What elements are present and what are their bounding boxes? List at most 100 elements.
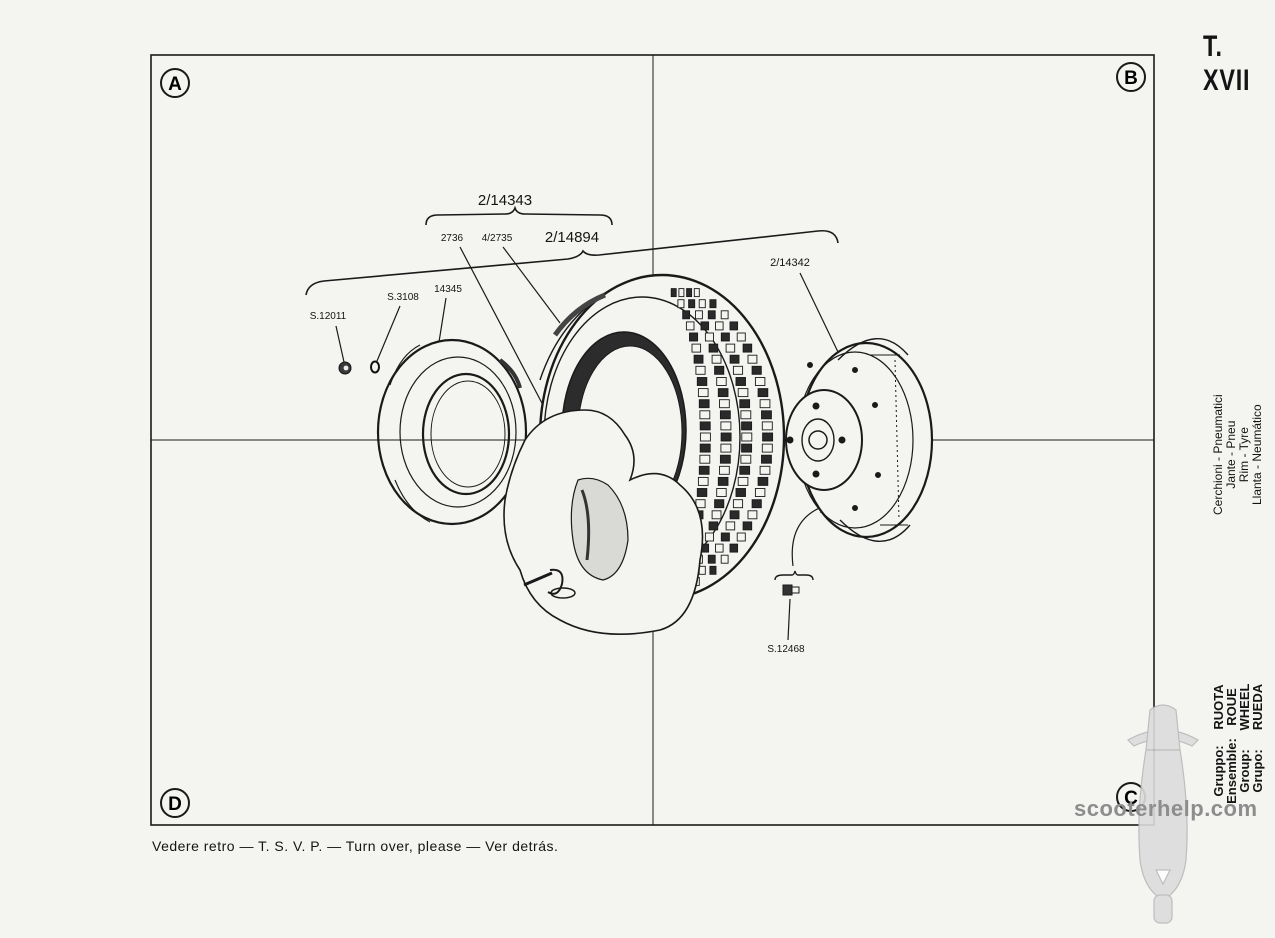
tread-block bbox=[729, 321, 739, 331]
label-group-tyre-rim: 2/14343 bbox=[478, 192, 532, 209]
tread-block bbox=[732, 365, 744, 375]
tread-block bbox=[741, 421, 753, 431]
tread-block bbox=[761, 410, 772, 420]
tread-block bbox=[719, 410, 731, 420]
label-washer: S.3108 bbox=[387, 292, 419, 303]
tread-block bbox=[762, 432, 774, 442]
tread-block bbox=[740, 410, 752, 420]
stud-drawing bbox=[782, 584, 800, 596]
rim-half-outer-drawing bbox=[785, 338, 934, 542]
tread-block bbox=[704, 332, 714, 342]
tread-block bbox=[741, 443, 753, 453]
label-rim-half-outer: 2/14342 bbox=[770, 257, 810, 269]
tread-block bbox=[720, 421, 732, 431]
tread-block bbox=[719, 399, 730, 409]
tread-block bbox=[719, 454, 731, 464]
leader-nut bbox=[335, 325, 345, 363]
tread-block bbox=[761, 421, 773, 431]
footer-note: Vedere retro — T. S. V. P. — Turn over, … bbox=[152, 838, 559, 854]
tread-block bbox=[682, 310, 691, 320]
tread-block bbox=[739, 465, 751, 475]
quadrant-a-label: A bbox=[168, 74, 182, 95]
tread-block bbox=[717, 476, 729, 486]
tread-block bbox=[715, 321, 724, 331]
tread-block bbox=[700, 321, 710, 331]
tread-block bbox=[698, 399, 710, 409]
tread-block bbox=[759, 399, 771, 409]
watermark-text: scooterhelp.com bbox=[1074, 796, 1258, 821]
tread-block bbox=[751, 499, 762, 509]
label-tyre: 2/14894 bbox=[545, 229, 599, 246]
tread-block bbox=[725, 343, 736, 353]
quadrant-d-marker: D bbox=[160, 788, 190, 818]
tread-block bbox=[761, 443, 773, 453]
tread-block bbox=[742, 343, 753, 353]
tread-block bbox=[757, 476, 769, 486]
tread-block bbox=[716, 488, 727, 497]
section-title-es: Llanta - Neumático bbox=[1250, 404, 1264, 505]
tread-block bbox=[720, 443, 732, 453]
tread-block bbox=[757, 388, 769, 398]
nut-drawing bbox=[338, 361, 352, 375]
tread-block bbox=[716, 377, 727, 386]
tread-block bbox=[754, 488, 766, 497]
tread-block bbox=[737, 388, 749, 398]
tread-block bbox=[751, 365, 762, 375]
label-tube: 4/2735 bbox=[482, 233, 513, 244]
tread-block bbox=[747, 510, 758, 520]
tread-block bbox=[720, 432, 732, 442]
tread-block bbox=[704, 532, 714, 542]
leader-stud bbox=[787, 598, 791, 641]
tread-block bbox=[754, 377, 766, 386]
tread-block bbox=[729, 354, 740, 364]
tread-block bbox=[696, 488, 708, 497]
tread-block bbox=[747, 354, 758, 364]
valve-drawing bbox=[523, 568, 576, 599]
rim-half-inner-drawing bbox=[376, 338, 528, 526]
quadrant-c-label: C bbox=[1124, 788, 1138, 809]
tread-block bbox=[707, 554, 716, 564]
tread-block bbox=[720, 310, 729, 320]
group-row-es: Grupo: RUEDA bbox=[1250, 677, 1265, 805]
tread-block bbox=[699, 432, 711, 442]
tread-block bbox=[693, 354, 704, 364]
tread-block bbox=[699, 421, 711, 431]
tread-block bbox=[720, 532, 730, 542]
tread-block bbox=[736, 332, 746, 342]
tread-block bbox=[711, 510, 722, 520]
tread-block bbox=[670, 288, 677, 298]
brace-stud bbox=[774, 570, 814, 581]
tread-block bbox=[761, 454, 772, 464]
tread-block bbox=[740, 454, 752, 464]
tread-block bbox=[711, 354, 722, 364]
tread-block bbox=[714, 365, 725, 375]
tread-block bbox=[693, 288, 700, 298]
tread-block bbox=[736, 532, 746, 542]
tread-block bbox=[720, 554, 729, 564]
tread-block bbox=[699, 410, 711, 420]
tread-block bbox=[719, 465, 730, 475]
group-titles: Gruppo: RUOTA Ensemble: ROUE Group: WHEE… bbox=[1211, 677, 1265, 805]
tread-block bbox=[709, 565, 717, 575]
leader-stud-curve bbox=[791, 504, 828, 567]
tread-block bbox=[698, 299, 706, 309]
tread-block bbox=[685, 321, 695, 331]
tread-block bbox=[689, 332, 699, 342]
tread-block bbox=[714, 499, 725, 509]
tread-block bbox=[695, 365, 706, 375]
tread-block bbox=[695, 310, 703, 320]
tread-block bbox=[725, 521, 736, 531]
tread-block bbox=[708, 343, 719, 353]
inner-tube-drawing bbox=[503, 409, 704, 636]
tread-block bbox=[715, 543, 724, 553]
tread-block bbox=[742, 521, 753, 531]
section-titles: Cerchioni - Pneumatici Jante - Pneu Rim … bbox=[1211, 394, 1264, 515]
tread-block bbox=[677, 299, 685, 309]
tread-block bbox=[720, 332, 730, 342]
tread-block bbox=[709, 299, 717, 309]
tread-block bbox=[698, 465, 710, 475]
tread-block bbox=[697, 476, 709, 486]
leader-tube bbox=[502, 246, 561, 324]
tread-block bbox=[729, 543, 739, 553]
